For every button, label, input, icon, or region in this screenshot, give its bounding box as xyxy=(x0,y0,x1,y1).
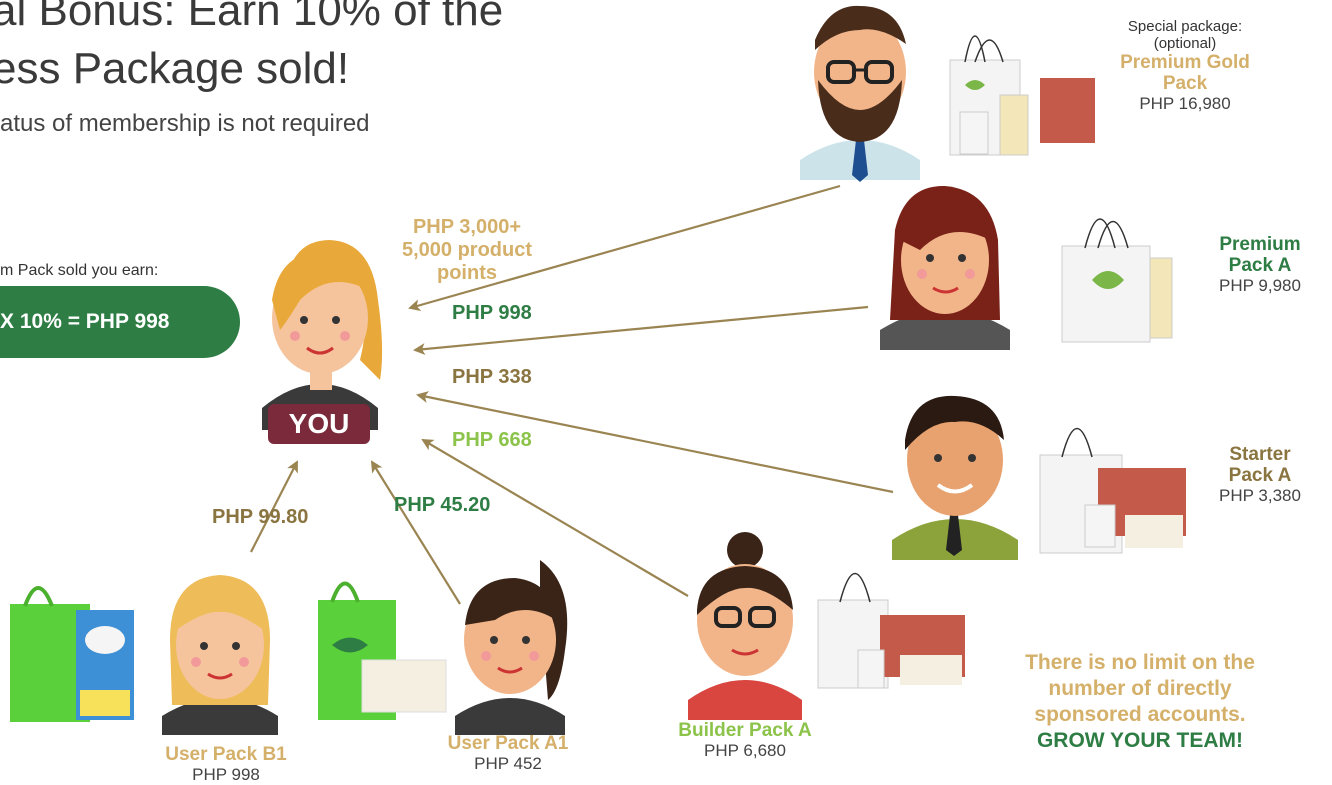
note-line-3: sponsored accounts. xyxy=(1034,703,1246,726)
builder-a-avatar xyxy=(688,532,802,720)
arrow-builder-a xyxy=(421,438,689,597)
user-a1-price: PHP 452 xyxy=(474,754,542,773)
arrow-premium-a xyxy=(413,305,869,356)
premium-a-products xyxy=(1061,218,1173,343)
title-line-2: ess Package sold! xyxy=(0,44,350,93)
earning-user-a1: PHP 45.20 xyxy=(394,494,491,516)
user-b1-products xyxy=(10,586,134,722)
starter-a-price: PHP 3,380 xyxy=(1219,486,1301,505)
builder-a-products xyxy=(817,572,965,689)
premium-a-price: PHP 9,980 xyxy=(1219,276,1301,295)
builder-a-name: Builder Pack A xyxy=(678,720,812,741)
premium-a-name: Premium Pack A xyxy=(1219,234,1301,276)
arrow-user-a1 xyxy=(370,460,461,605)
package-premium-a: Premium Pack A PHP 9,980 xyxy=(1195,234,1325,296)
user-a1-products xyxy=(318,581,447,720)
page-subtitle: atus of membership is not required xyxy=(0,110,370,137)
arrows xyxy=(250,184,894,605)
user-a1-avatar xyxy=(455,560,568,735)
premium-gold-name: Premium Gold Pack xyxy=(1120,52,1250,94)
package-premium-gold: Special package: (optional) Premium Gold… xyxy=(1090,18,1280,114)
package-user-b1: User Pack B1 PHP 998 xyxy=(136,744,316,785)
starter-a-avatar xyxy=(892,395,1018,560)
premium-gold-avatar xyxy=(800,5,920,182)
you-badge xyxy=(268,404,370,444)
user-b1-price: PHP 998 xyxy=(192,765,260,784)
earning-builder-a: PHP 668 xyxy=(452,429,532,451)
earning-premium-a: PHP 998 xyxy=(452,302,532,324)
earning-starter-a: PHP 338 xyxy=(452,366,532,388)
arrow-starter-a xyxy=(416,391,894,494)
package-user-a1: User Pack A1 PHP 452 xyxy=(418,733,598,774)
arrow-premium-gold xyxy=(408,184,841,312)
earning-premium-gold: PHP 3,000+ 5,000 product points xyxy=(401,216,533,284)
starter-a-name: Starter Pack A xyxy=(1228,444,1292,486)
you-label: YOU xyxy=(288,408,350,439)
note-line-2: number of directly xyxy=(1048,677,1232,700)
user-b1-name: User Pack B1 xyxy=(165,744,287,765)
earn-formula: X 10% = PHP 998 xyxy=(0,310,170,333)
starter-a-products xyxy=(1039,427,1186,554)
note-line-4: GROW YOUR TEAM! xyxy=(1036,729,1244,752)
footer-note: There is no limit on the number of direc… xyxy=(970,650,1310,754)
earning-user-b1: PHP 99.80 xyxy=(212,506,309,528)
premium-gold-products xyxy=(949,35,1095,156)
user-b1-avatar xyxy=(162,575,278,735)
you-avatar xyxy=(262,240,383,430)
page-title: al Bonus: Earn 10% of the ess Package so… xyxy=(0,0,503,98)
premium-a-avatar xyxy=(880,185,1010,350)
builder-a-price: PHP 6,680 xyxy=(704,741,786,760)
premium-gold-note: Special package: (optional) xyxy=(1127,18,1243,52)
package-starter-a: Starter Pack A PHP 3,380 xyxy=(1195,444,1325,506)
package-builder-a: Builder Pack A PHP 6,680 xyxy=(640,720,850,761)
title-line-1: al Bonus: Earn 10% of the xyxy=(0,0,504,35)
earn-formula-pill: X 10% = PHP 998 xyxy=(0,286,240,358)
note-line-1: There is no limit on the xyxy=(1025,651,1255,674)
arrow-user-b1 xyxy=(250,460,298,553)
premium-gold-price: PHP 16,980 xyxy=(1139,94,1231,113)
user-a1-name: User Pack A1 xyxy=(447,733,569,754)
earn-label: m Pack sold you earn: xyxy=(0,262,159,279)
